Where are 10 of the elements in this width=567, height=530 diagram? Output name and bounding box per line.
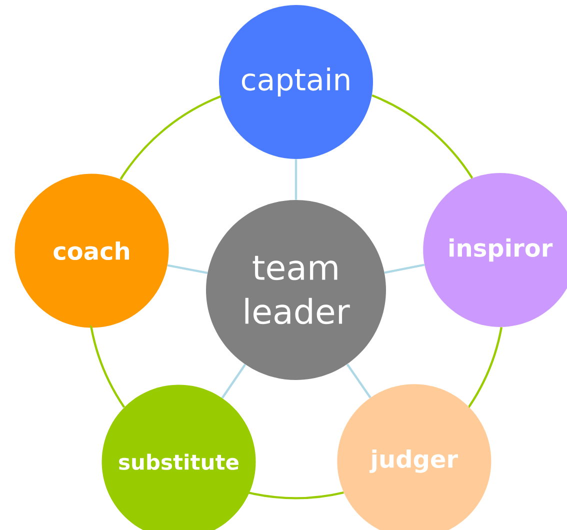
ring-arc — [248, 491, 344, 500]
spoke-line — [167, 264, 208, 274]
spoke-line — [346, 364, 372, 398]
ring-arc — [120, 95, 222, 180]
spoke-line — [221, 364, 246, 399]
spoke-line — [294, 159, 298, 200]
ring-arc — [468, 326, 503, 408]
ring-arc — [90, 326, 126, 408]
spoke-line — [384, 264, 425, 274]
ring-arc — [372, 94, 474, 179]
